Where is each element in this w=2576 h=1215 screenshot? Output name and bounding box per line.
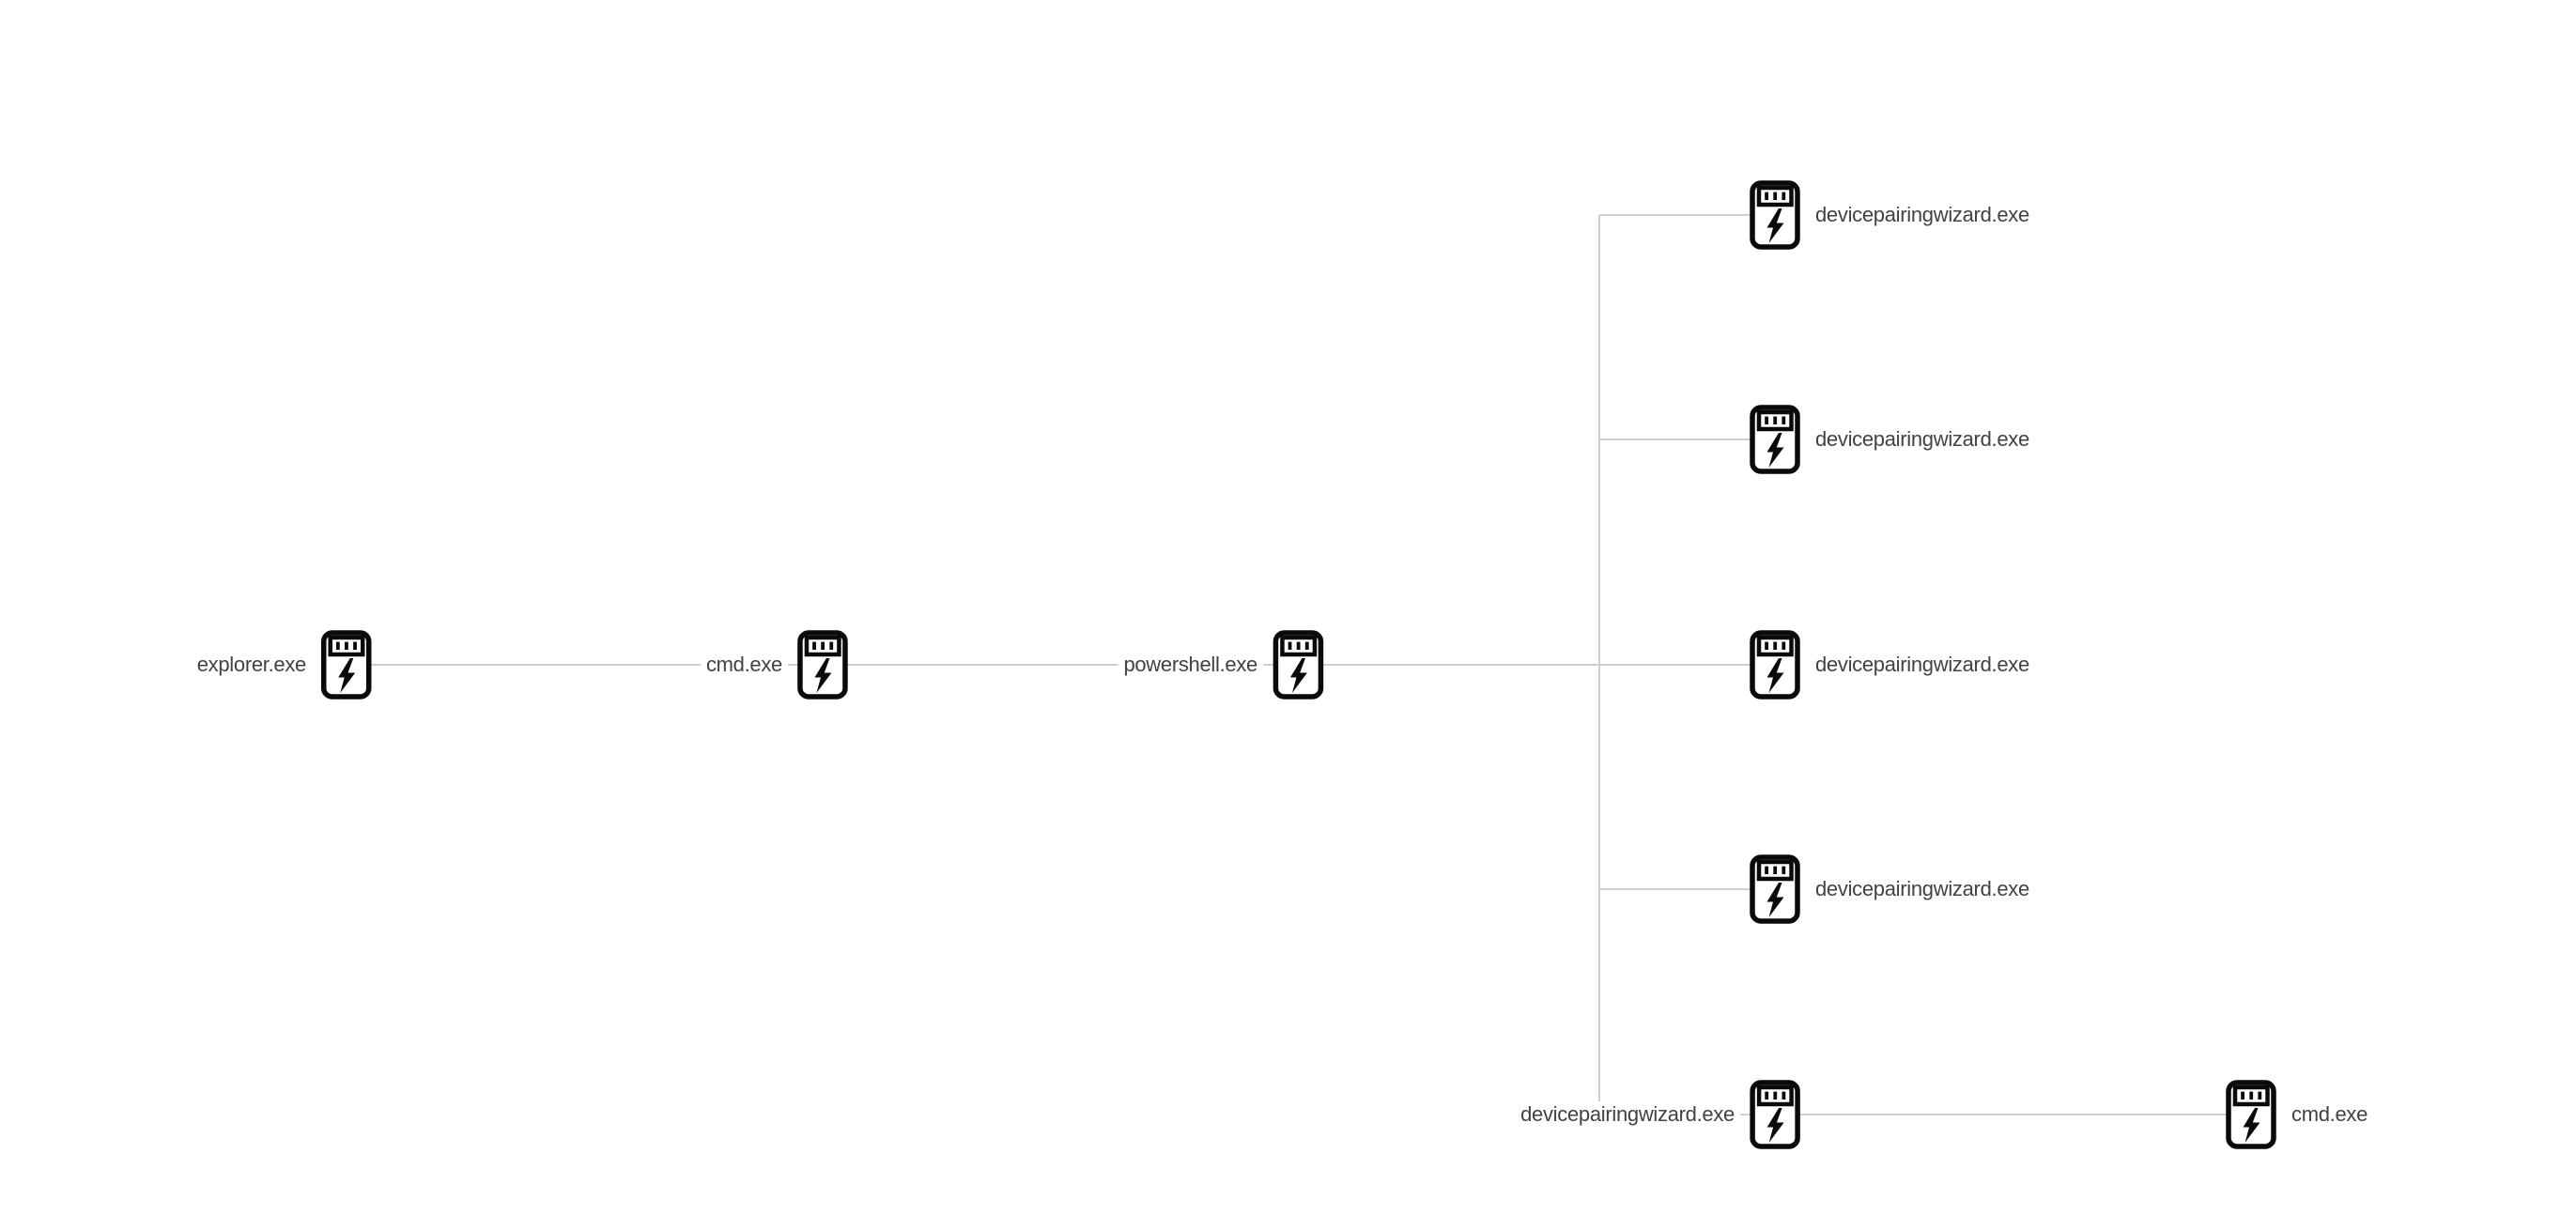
process-node-cmd-2[interactable]: cmd.exe: [2226, 1080, 2374, 1149]
process-power-bolt-icon: [321, 630, 372, 700]
process-power-bolt-icon: [1750, 1080, 1800, 1149]
process-label: devicepairingwizard.exe: [1810, 875, 2035, 903]
process-power-bolt-icon: [2226, 1080, 2276, 1149]
process-node-devicepairingwizard-2[interactable]: devicepairingwizard.exe: [1750, 405, 2035, 474]
process-label: explorer.exe: [191, 651, 312, 679]
process-label: cmd.exe: [700, 651, 788, 679]
edge-branch-child-4: [1599, 888, 1775, 890]
process-power-bolt-icon: [1750, 180, 1800, 250]
process-node-devicepairingwizard-1[interactable]: devicepairingwizard.exe: [1750, 180, 2035, 250]
process-node-devicepairingwizard-5[interactable]: devicepairingwizard.exe: [1515, 1080, 1800, 1149]
process-node-devicepairingwizard-4[interactable]: devicepairingwizard.exe: [1750, 854, 2035, 924]
process-node-cmd-1[interactable]: cmd.exe: [700, 630, 848, 700]
edge-bottom-row-line: [1599, 1114, 2251, 1115]
edge-branch-child-1: [1599, 214, 1775, 216]
edge-branch-child-2: [1599, 438, 1775, 440]
process-label: powershell.exe: [1118, 651, 1263, 679]
process-label: devicepairingwizard.exe: [1810, 201, 2035, 229]
edge-children-trunk: [1598, 215, 1600, 1115]
process-power-bolt-icon: [1750, 405, 1800, 474]
process-node-devicepairingwizard-3[interactable]: devicepairingwizard.exe: [1750, 630, 2035, 700]
process-label: devicepairingwizard.exe: [1515, 1100, 1740, 1129]
process-node-powershell[interactable]: powershell.exe: [1118, 630, 1323, 700]
process-label: devicepairingwizard.exe: [1810, 425, 2035, 454]
process-power-bolt-icon: [1750, 630, 1800, 700]
edge-main-row-line: [347, 664, 1775, 666]
process-power-bolt-icon: [1750, 854, 1800, 924]
process-label: cmd.exe: [2286, 1100, 2374, 1129]
process-power-bolt-icon: [1273, 630, 1323, 700]
process-power-bolt-icon: [797, 630, 848, 700]
process-label: devicepairingwizard.exe: [1810, 651, 2035, 679]
process-node-explorer[interactable]: explorer.exe: [191, 630, 372, 700]
